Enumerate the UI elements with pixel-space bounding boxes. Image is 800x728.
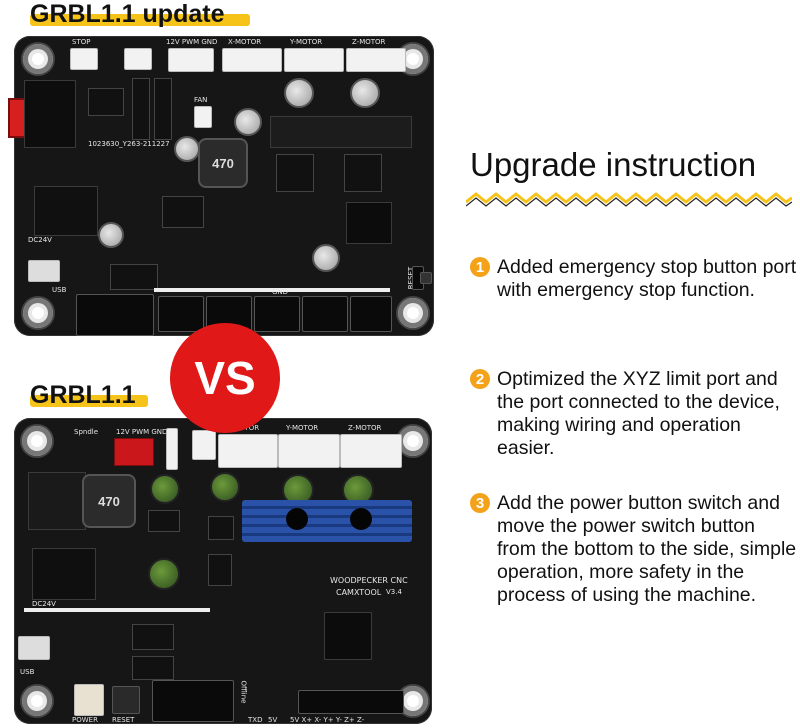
- zigzag-divider: [466, 192, 792, 207]
- silk-pwm-bot: 12V PWM GND: [116, 428, 168, 436]
- silk-version: V3.4: [386, 588, 402, 596]
- silk-power: POWER: [72, 716, 98, 724]
- silk-stop: STOP: [72, 38, 91, 46]
- silk-board-id: 1023630_Y263-211227: [88, 140, 170, 148]
- silk-gnd: GND: [272, 288, 289, 296]
- heatsink: [242, 500, 412, 542]
- silk-x-motor: X-MOTOR: [228, 38, 262, 46]
- silk-fan: FAN: [194, 96, 208, 104]
- silk-dc24v-bot: DC24V: [32, 600, 56, 608]
- bottom-board-title: GRBL1.1: [30, 381, 148, 410]
- bottom-board-image: Spndle 12V PWM GND X-MOTOR Y-MOTOR Z-MOT…: [14, 418, 432, 724]
- silk-z-motor-bot: Z-MOTOR: [348, 424, 382, 432]
- silk-spindle: Spndle: [74, 428, 99, 436]
- instruction-text-1: Added emergency stop button port with em…: [497, 256, 797, 301]
- badge-2: 2: [470, 369, 490, 389]
- silk-z-motor: Z-MOTOR: [352, 38, 386, 46]
- instruction-text-3: Add the power button switch and move the…: [497, 492, 797, 606]
- spindle-connector: [114, 438, 154, 466]
- inductor-470-bot: 470: [82, 474, 136, 528]
- instruction-text-2: Optimized the XYZ limit port and the por…: [497, 368, 780, 459]
- silk-brand: WOODPECKER CNC: [330, 576, 408, 585]
- mcu-chip: [324, 612, 372, 660]
- silk-y-motor: Y-MOTOR: [290, 38, 323, 46]
- badge-3: 3: [470, 493, 490, 513]
- silk-dc24v: DC24V: [28, 236, 52, 244]
- inductor-470: 470: [198, 138, 248, 188]
- silk-reset-bot: RESET: [112, 716, 135, 724]
- silk-usb: USB: [52, 286, 67, 294]
- vs-badge: VS: [170, 323, 280, 433]
- upgrade-title: Upgrade instruction: [470, 146, 757, 183]
- top-board-image: STOP 12V PWM GND X-MOTOR Y-MOTOR Z-MOTOR…: [8, 36, 434, 336]
- top-board-title: GRBL1.1 update: [30, 0, 250, 29]
- silk-brand-sub: CAMXTOOL: [336, 588, 382, 597]
- silk-txd: TXD: [248, 716, 263, 724]
- silk-usb-bot: USB: [20, 668, 35, 676]
- silk-limits: 5V X+ X- Y+ Y- Z+ Z-: [290, 716, 365, 724]
- badge-1: 1: [470, 257, 490, 277]
- silk-pwm: 12V PWM GND: [166, 38, 218, 46]
- silk-y-motor-bot: Y-MOTOR: [286, 424, 319, 432]
- silk-offline: Offline: [239, 680, 248, 704]
- silk-5v: 5V: [268, 716, 278, 724]
